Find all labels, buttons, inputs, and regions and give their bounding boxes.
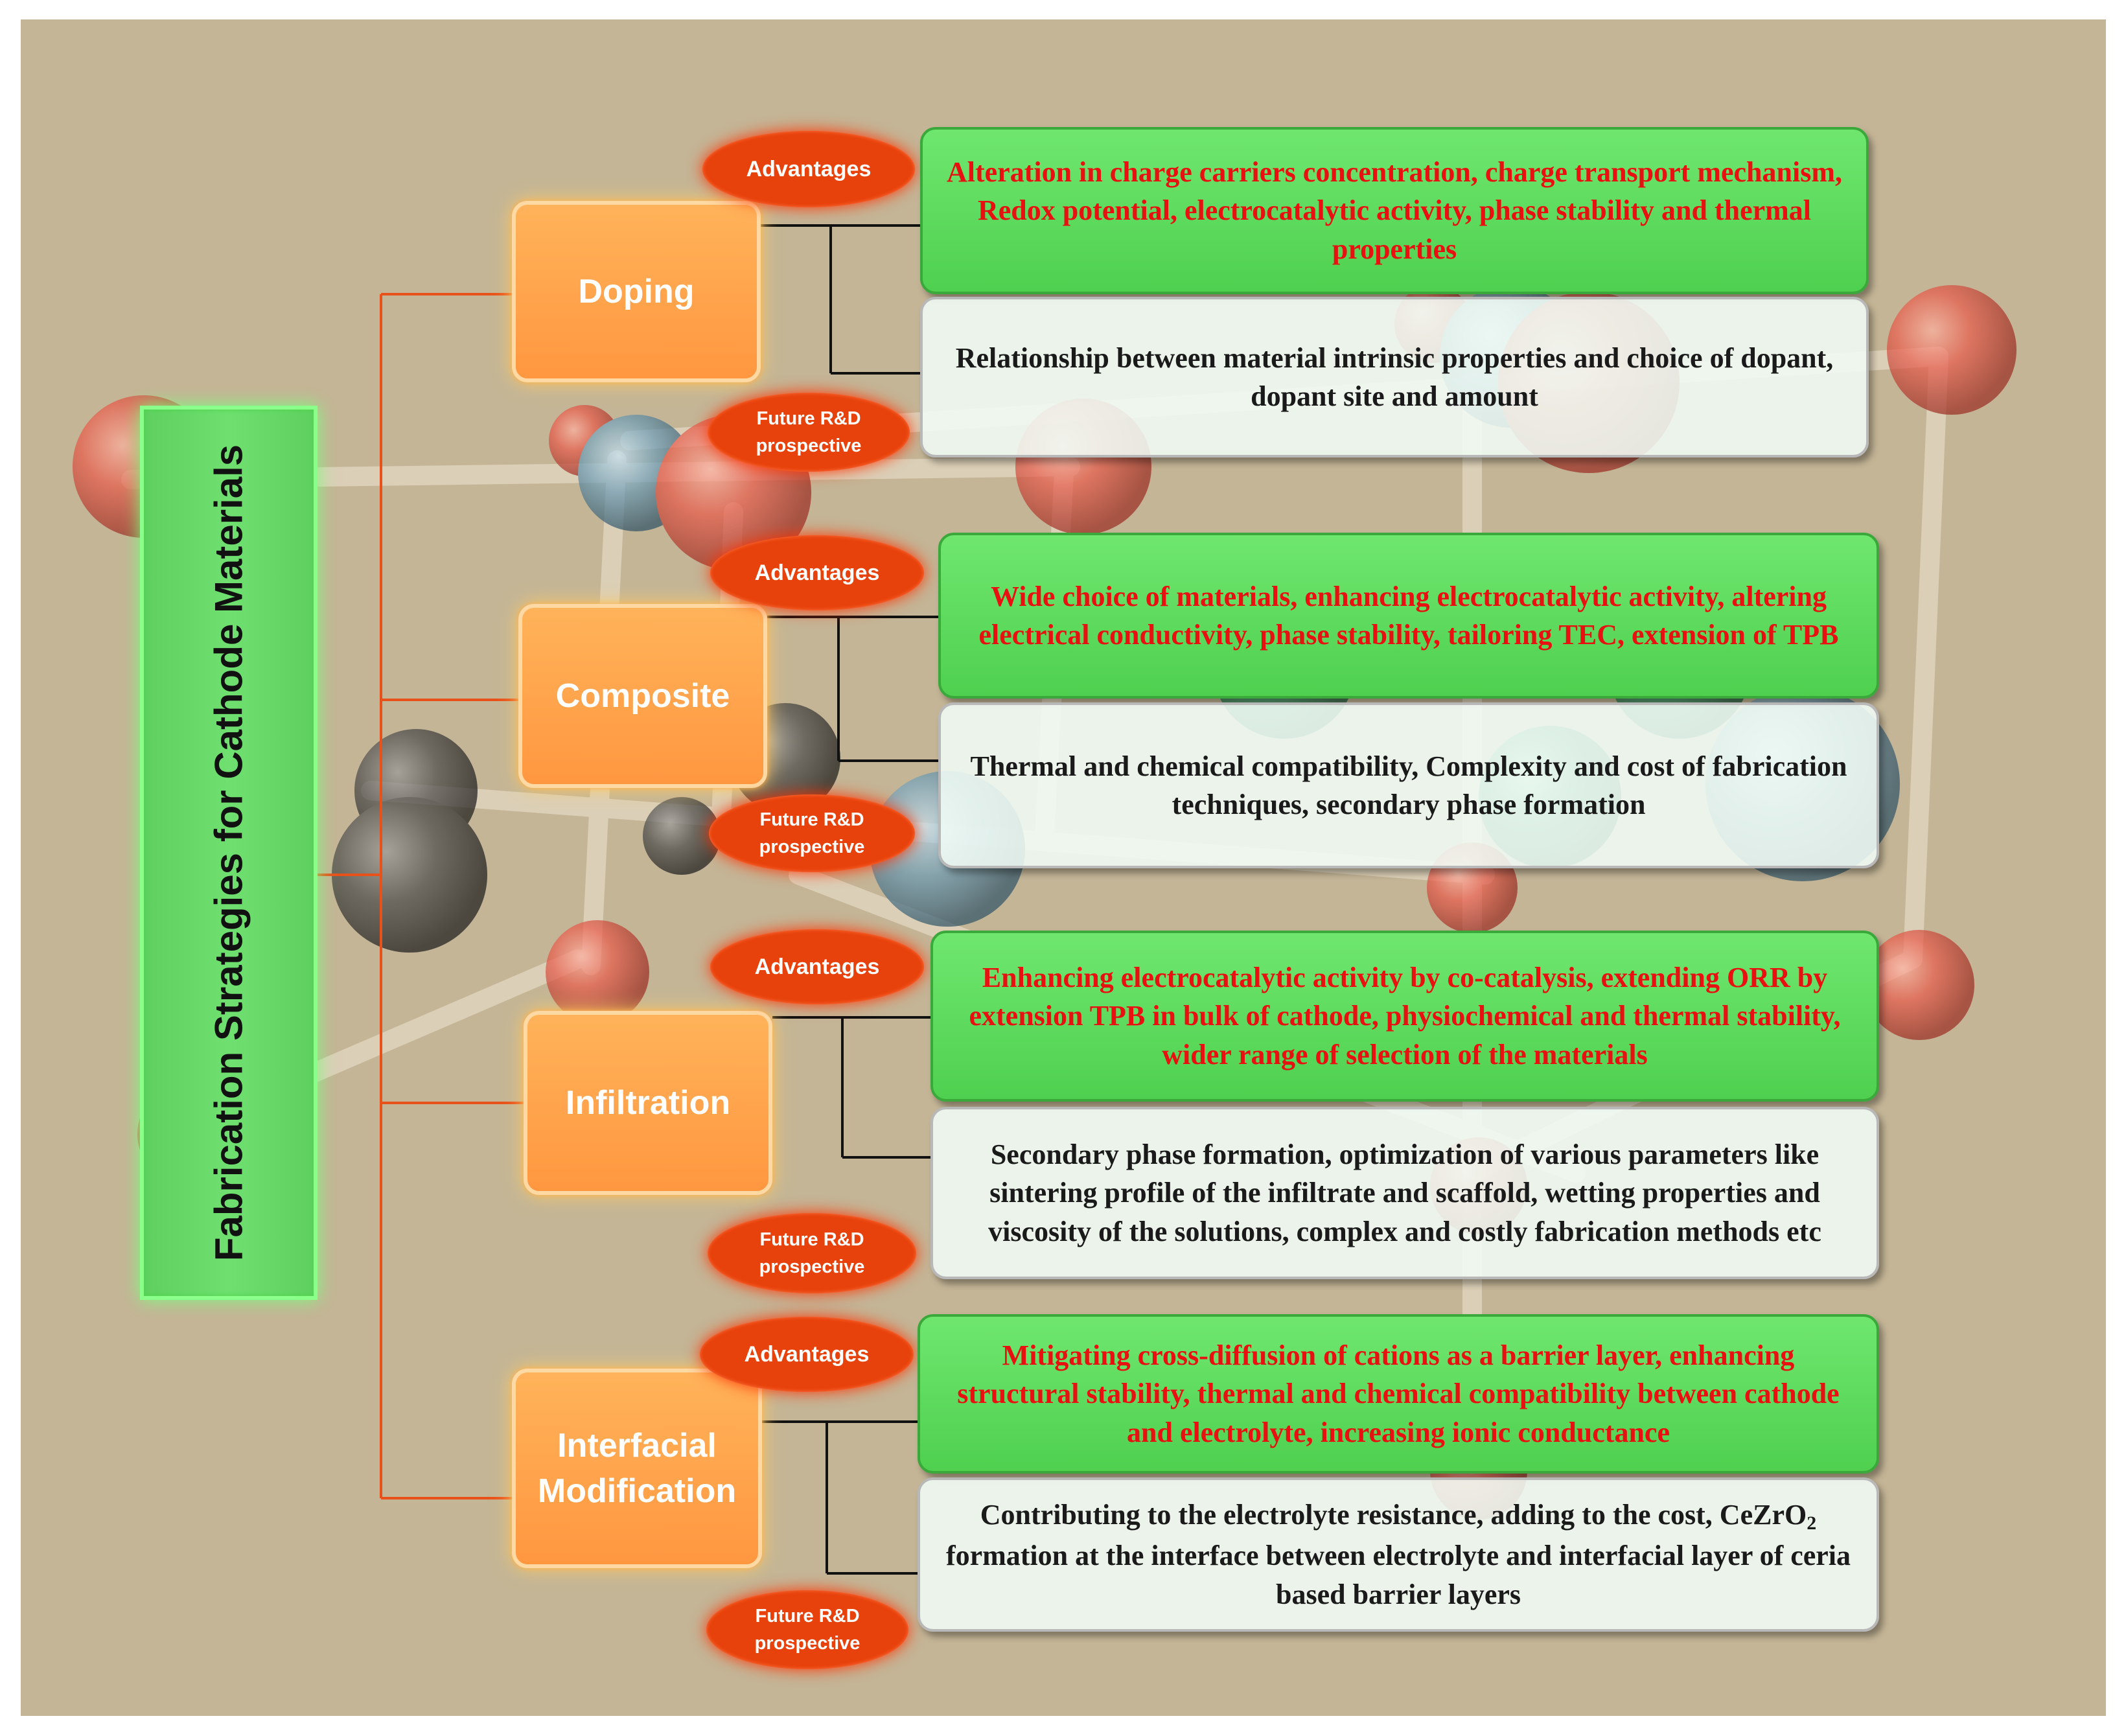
future-box-doping: Relationship between material intrinsic …: [920, 297, 1869, 457]
advantages-box-infiltration: Enhancing electrocatalytic activity by c…: [930, 931, 1879, 1102]
strategy-composite: Composite: [518, 604, 767, 788]
root-title: Fabrication Strategies for Cathode Mater…: [207, 444, 251, 1262]
diagram-frame: Fabrication Strategies for Cathode Mater…: [21, 19, 2106, 1716]
future-oval-interfacial-modification: Future R&D prospective: [706, 1590, 908, 1669]
future-text-part1: Contributing to the electrolyte resistan…: [980, 1498, 1807, 1531]
future-box-interfacial-modification: Contributing to the electrolyte resistan…: [918, 1477, 1879, 1632]
strategy-doping: Doping: [512, 201, 761, 382]
strategy-interfacial-modification: Interfacial Modification: [512, 1369, 762, 1568]
future-box-infiltration: Secondary phase formation, optimization …: [930, 1107, 1879, 1279]
branch-connectors: [761, 224, 938, 1575]
advantages-oval-infiltration: Advantages: [710, 929, 924, 1004]
future-oval-doping: Future R&D prospective: [708, 393, 910, 472]
advantages-box-composite: Wide choice of materials, enhancing elec…: [938, 533, 1879, 699]
future-oval-composite: Future R&D prospective: [709, 794, 915, 872]
future-text-subscript: 2: [1807, 1512, 1817, 1534]
strategy-infiltration: Infiltration: [524, 1011, 772, 1195]
tree-connectors: [318, 293, 524, 1499]
advantages-box-doping: Alteration in charge carriers concentrat…: [920, 127, 1869, 294]
root-node: Fabrication Strategies for Cathode Mater…: [140, 406, 318, 1300]
advantages-oval-interfacial-modification: Advantages: [700, 1317, 914, 1392]
advantages-oval-doping: Advantages: [702, 131, 915, 207]
future-text-interfacial-modification: Contributing to the electrolyte resistan…: [942, 1496, 1854, 1614]
future-oval-infiltration: Future R&D prospective: [708, 1213, 916, 1293]
advantages-oval-composite: Advantages: [710, 535, 924, 610]
advantages-box-interfacial-modification: Mitigating cross-diffusion of cations as…: [918, 1314, 1879, 1474]
future-box-composite: Thermal and chemical compatibility, Comp…: [938, 702, 1879, 868]
future-text-part2: formation at the interface between elect…: [945, 1540, 1851, 1610]
